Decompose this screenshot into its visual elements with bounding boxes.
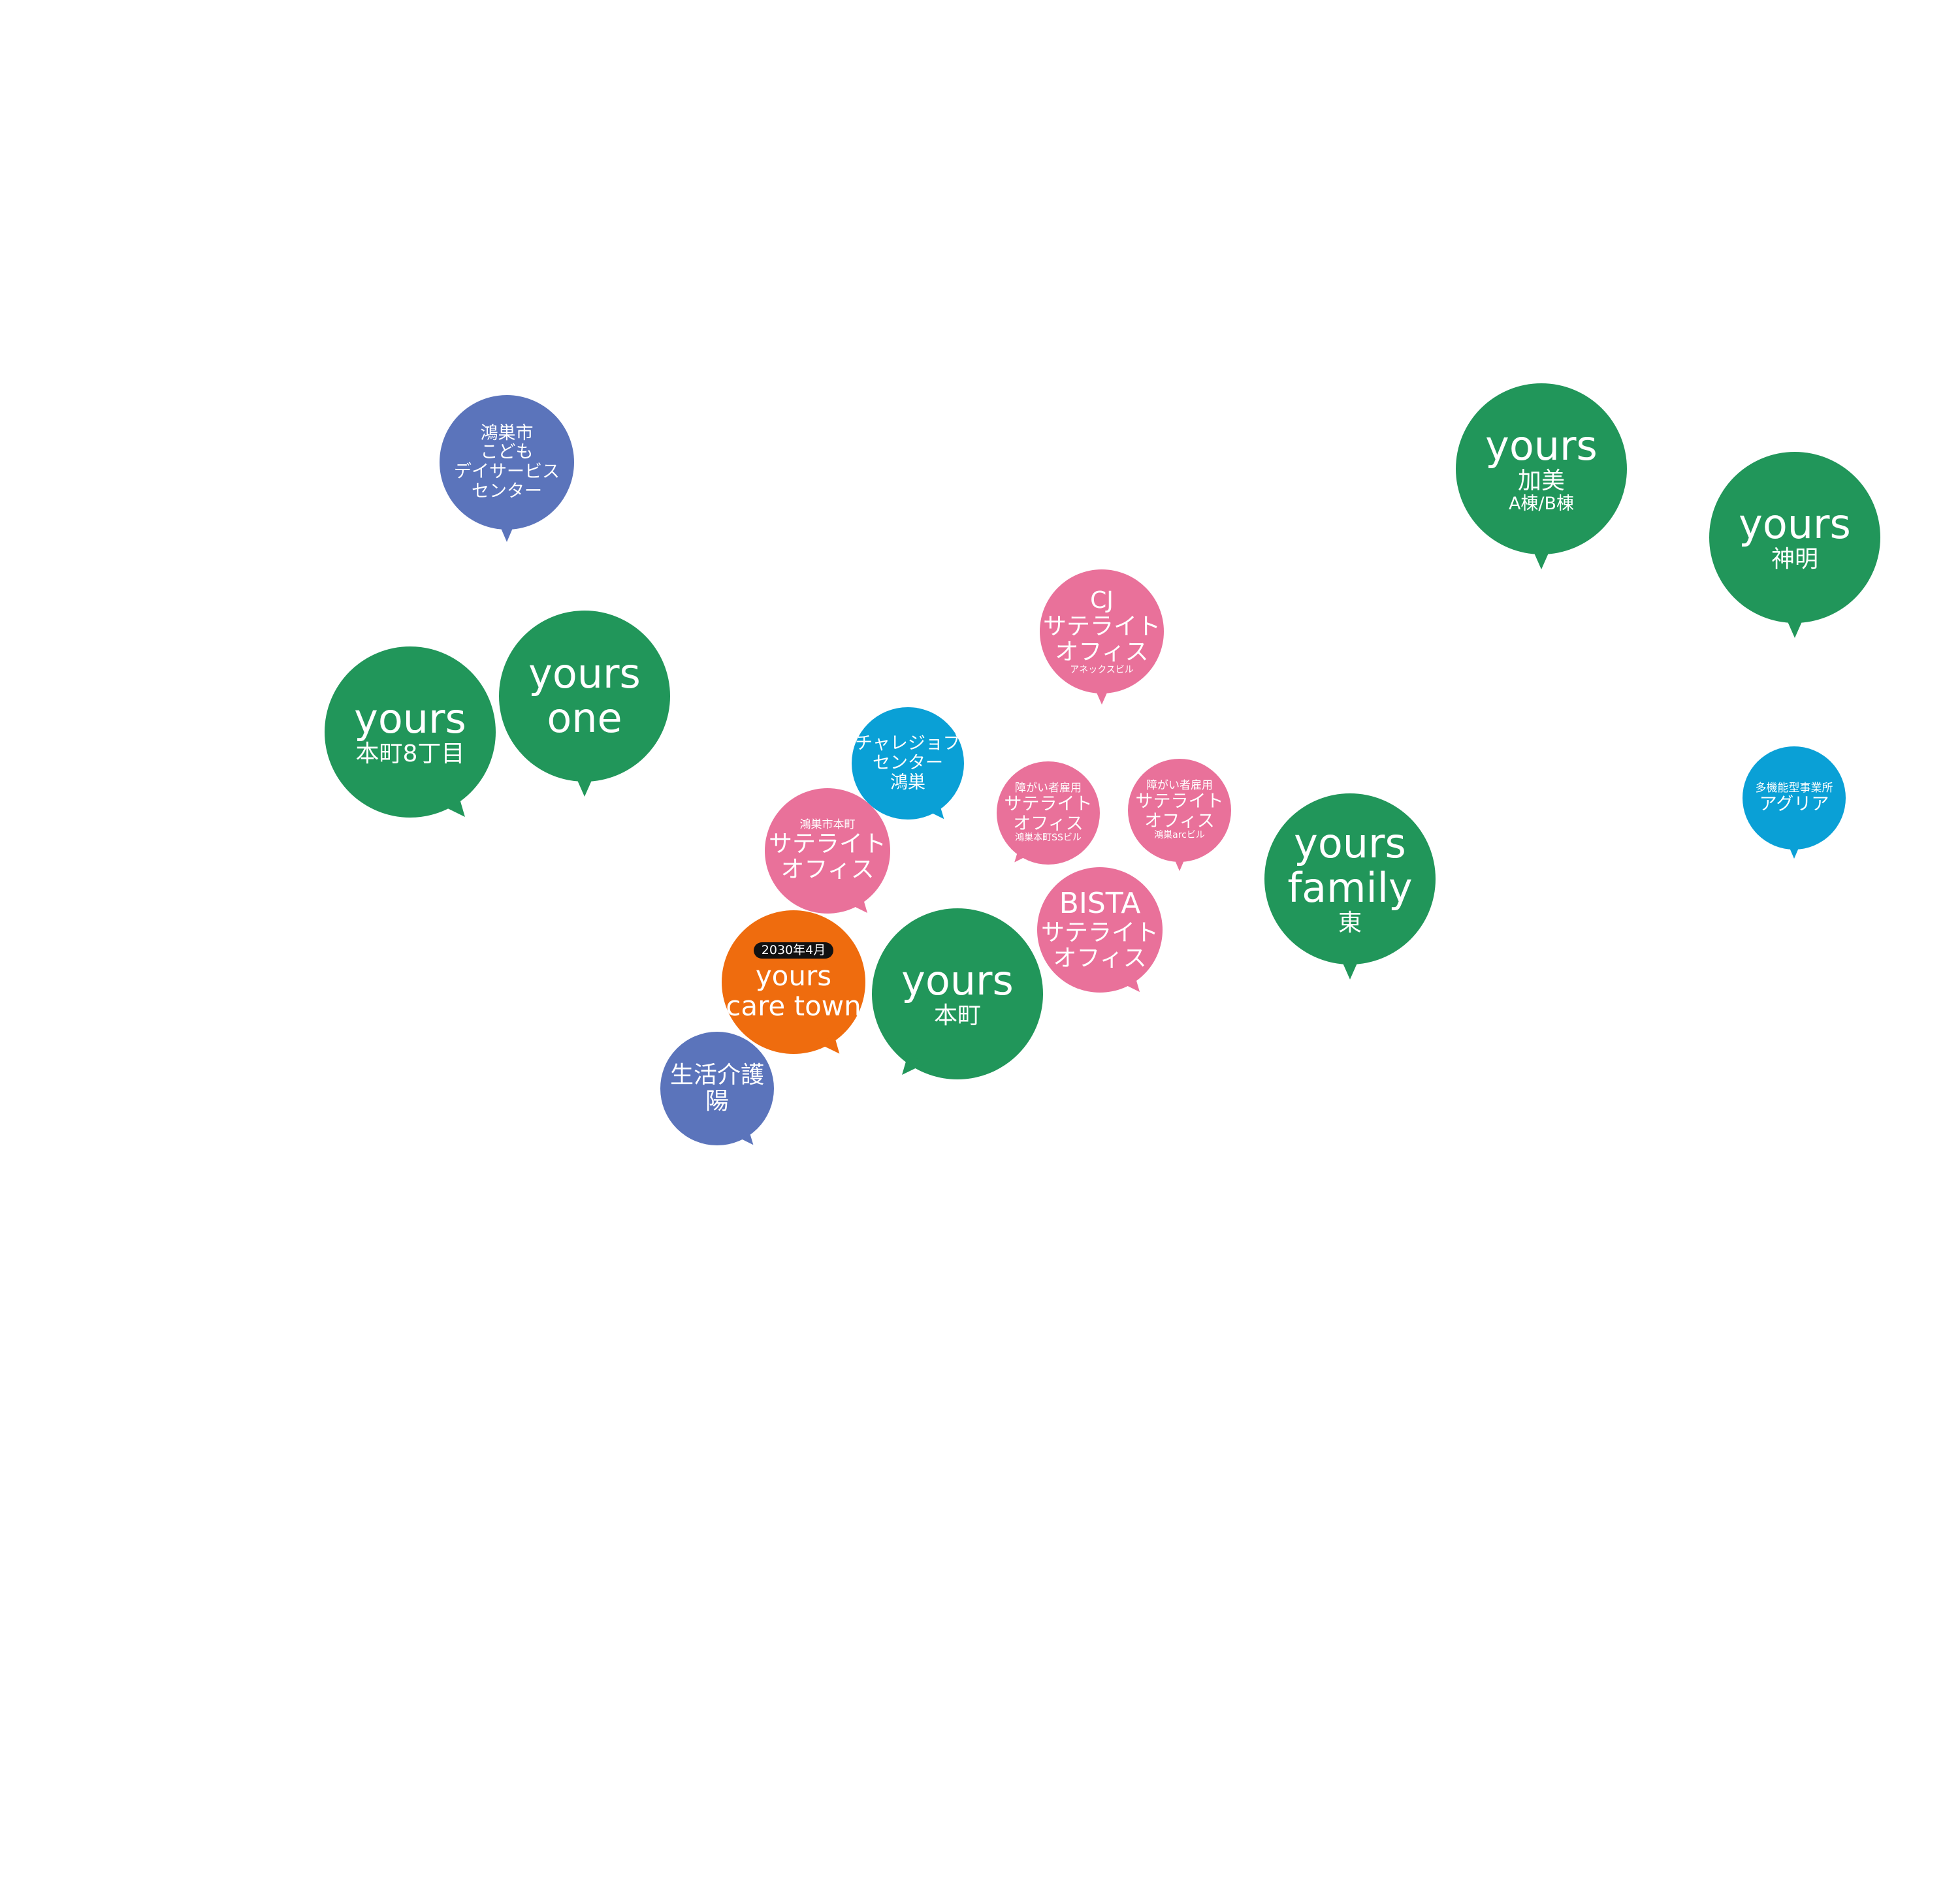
- pin-line: 陽: [705, 1088, 729, 1115]
- pin-tail: [1173, 857, 1185, 871]
- pin-line: こども: [480, 442, 534, 463]
- pin-line: サテライト: [1135, 791, 1224, 812]
- pin-shogai-satellite-ss-building[interactable]: 障がい者雇用 サテライト オフィス 鴻巣本町SSビル: [997, 761, 1100, 867]
- pin-label: 障がい者雇用 サテライト オフィス 鴻巣arcビル: [1128, 759, 1231, 862]
- pin-tail: [1784, 616, 1805, 638]
- pin-line: yours: [1485, 422, 1598, 470]
- pin-line: one: [547, 694, 622, 742]
- pin-yours-one[interactable]: yours one: [499, 611, 670, 797]
- pin-yours-care-town[interactable]: 2030年4月 yours care town: [722, 910, 865, 1059]
- pin-line: サテライト: [1042, 613, 1161, 640]
- pin-line: オフィス: [1144, 810, 1215, 831]
- pin-line: チャレジョブ: [855, 733, 961, 754]
- pin-line: yours: [901, 957, 1014, 1005]
- pin-label: 生活介護 陽: [660, 1032, 774, 1145]
- pin-line: 鴻巣: [890, 772, 925, 793]
- pin-line: 東: [1338, 910, 1362, 937]
- pin-line: アグリア: [1759, 793, 1829, 814]
- pin-label: チャレジョブ センター 鴻巣: [852, 707, 964, 820]
- pin-line: オフィス: [1055, 639, 1149, 666]
- pin-line: yours: [528, 649, 641, 697]
- pin-bista-satellite-office[interactable]: BISTA サテライト オフィス: [1037, 867, 1163, 997]
- pin-line: family: [1287, 864, 1413, 912]
- pin-tail: [1094, 688, 1109, 705]
- pin-line: 加美: [1517, 468, 1565, 495]
- pin-label: yours 本町8丁目: [325, 646, 496, 818]
- pin-label: BISTA サテライト オフィス: [1037, 867, 1163, 993]
- pin-tail: [574, 774, 594, 797]
- pin-line: care town: [726, 990, 861, 1023]
- pin-tail: [498, 524, 515, 542]
- pin-cj-satellite-office[interactable]: CJ サテライト オフィス アネックスビル: [1040, 569, 1164, 705]
- pin-label: yours family 東: [1264, 793, 1436, 964]
- pin-yours-honcho[interactable]: yours 本町: [872, 908, 1043, 1081]
- pin-yours-honcho-8chome[interactable]: yours 本町8丁目: [325, 646, 496, 823]
- pin-shogai-satellite-arc-building[interactable]: 障がい者雇用 サテライト オフィス 鴻巣arcビル: [1128, 759, 1231, 871]
- pin-line: yours: [354, 695, 466, 743]
- pin-tail: [1788, 845, 1800, 859]
- pin-line: サテライト: [768, 830, 886, 857]
- pin-line: CJ: [1090, 586, 1114, 614]
- pin-agria[interactable]: 多機能型事業所 アグリア: [1743, 746, 1846, 859]
- pin-label: yours 加美 A棟/B棟: [1456, 383, 1627, 554]
- pin-kounosu-honcho-satellite-office[interactable]: 鴻巣市本町 サテライト オフィス: [765, 788, 890, 918]
- pin-line: センター: [873, 753, 943, 774]
- pin-yours-shinmei[interactable]: yours 神明: [1709, 452, 1880, 638]
- pin-label: 鴻巣市本町 サテライト オフィス: [765, 788, 890, 914]
- pin-line: デイサービス: [454, 462, 560, 482]
- pin-line: yours: [1294, 820, 1406, 868]
- pin-line: サテライト: [1040, 919, 1159, 946]
- pin-line: オフィス: [780, 856, 875, 884]
- pin-line: オフィス: [1053, 945, 1147, 972]
- pin-seikatsu-kaigo-hinata[interactable]: 生活介護 陽: [660, 1032, 774, 1149]
- pin-label: yours 神明: [1709, 452, 1880, 623]
- pin-label: 2030年4月 yours care town: [722, 910, 865, 1054]
- pin-line: 多機能型事業所: [1755, 781, 1833, 795]
- pin-line: yours: [755, 960, 832, 993]
- pin-line: 障がい者雇用: [1015, 782, 1082, 795]
- pin-label: yours one: [499, 611, 670, 782]
- pin-line: 鴻巣arcビル: [1154, 830, 1205, 841]
- pin-line: 本町8丁目: [355, 740, 465, 768]
- opening-date-badge: 2030年4月: [753, 942, 834, 959]
- pin-label: 多機能型事業所 アグリア: [1743, 746, 1846, 850]
- pin-label: CJ サテライト オフィス アネックスビル: [1040, 569, 1164, 693]
- pin-tail: [1531, 547, 1551, 569]
- pin-line: 鴻巣本町SSビル: [1015, 833, 1082, 844]
- pin-yours-family-higashi[interactable]: yours family 東: [1264, 793, 1436, 979]
- pin-line: サテライト: [1004, 793, 1093, 814]
- pin-yours-kami[interactable]: yours 加美 A棟/B棟: [1456, 383, 1627, 569]
- pin-tail: [1340, 957, 1360, 979]
- pin-line: 神明: [1771, 546, 1818, 573]
- pin-line: 本町: [933, 1002, 981, 1030]
- pin-label: yours 本町: [872, 908, 1043, 1079]
- pin-line: A棟/B棟: [1508, 494, 1575, 515]
- pin-challenge-job-center[interactable]: チャレジョブ センター 鴻巣: [852, 707, 964, 824]
- pin-line: アネックスビル: [1070, 664, 1134, 675]
- pin-line: BISTA: [1059, 887, 1141, 921]
- pin-line: 鴻巣市本町: [799, 818, 856, 832]
- pin-line: yours: [1739, 500, 1851, 549]
- pin-line: センター: [472, 481, 542, 502]
- pin-kounosu-kodomo-day-service[interactable]: 鴻巣市 こども デイサービス センター: [440, 395, 574, 542]
- pin-line: 鴻巣市: [480, 422, 534, 443]
- pin-label: 障がい者雇用 サテライト オフィス 鴻巣本町SSビル: [997, 761, 1100, 865]
- pin-line: オフィス: [1013, 813, 1084, 834]
- pin-line: 障がい者雇用: [1146, 779, 1213, 793]
- pin-line: 生活介護: [669, 1062, 764, 1089]
- pin-label: 鴻巣市 こども デイサービス センター: [440, 395, 574, 530]
